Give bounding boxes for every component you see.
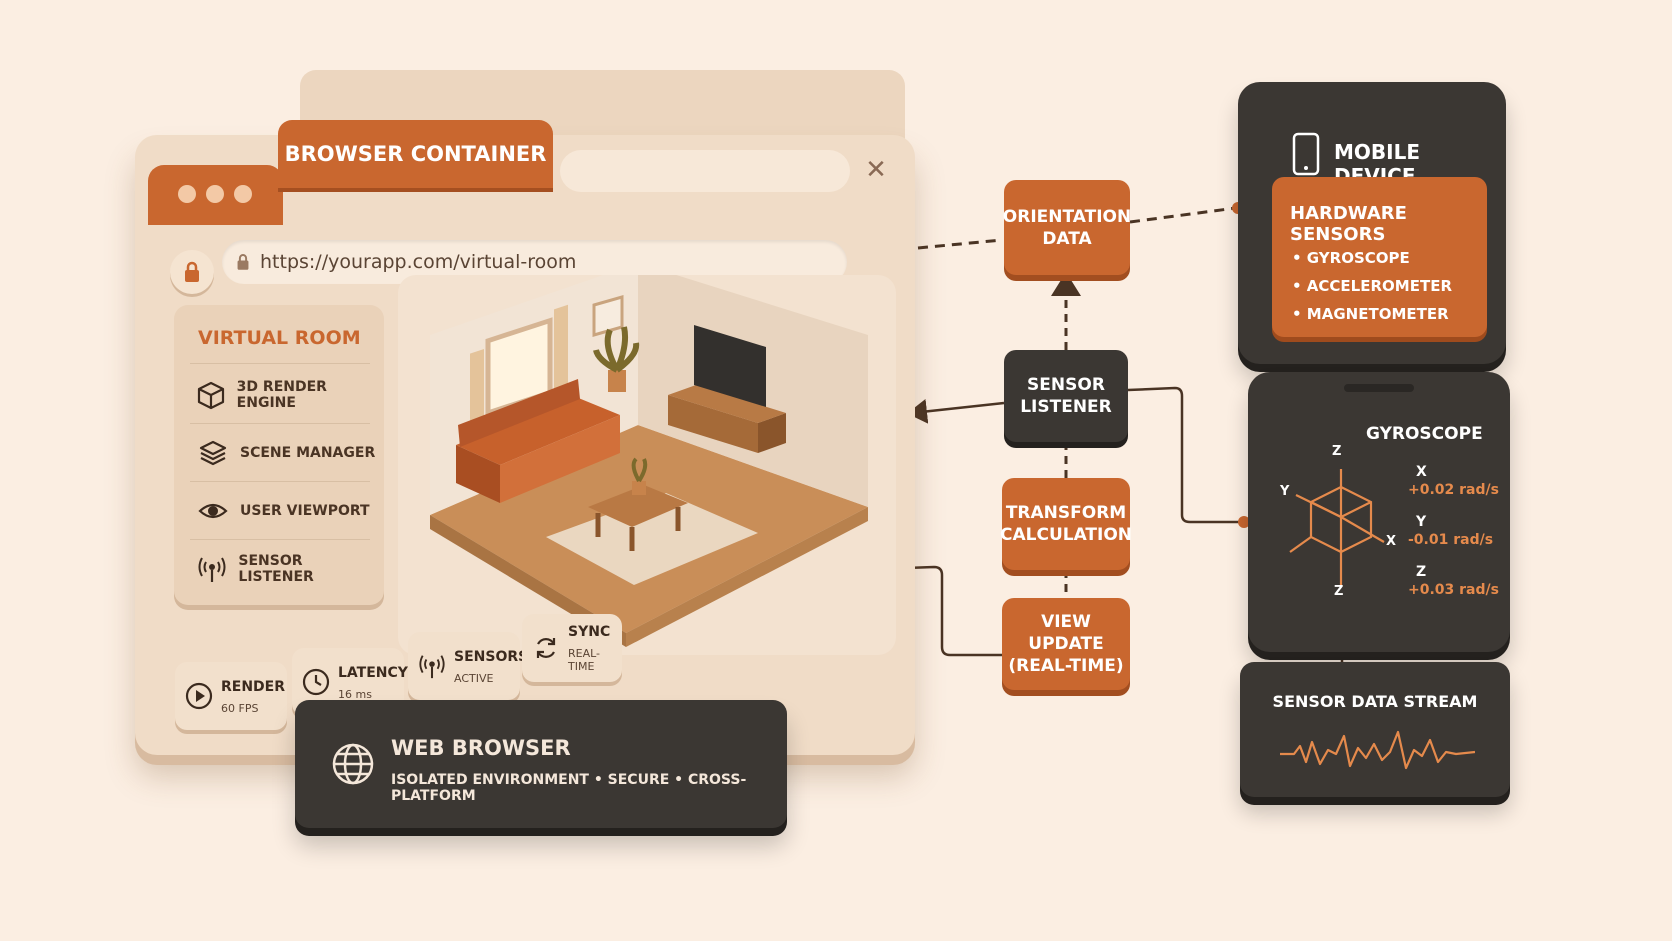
status-label: LATENCY bbox=[338, 664, 408, 681]
sensor-data-stream-title: SENSOR DATA STREAM bbox=[1272, 692, 1478, 711]
orientation-to-browser-line bbox=[917, 238, 1003, 250]
sidebar-title: VIRTUAL ROOM bbox=[198, 327, 361, 349]
sidebar-item-sensor-listener[interactable]: SENSOR LISTENER bbox=[196, 547, 376, 591]
clock-icon bbox=[302, 667, 330, 697]
status-value: REAL-TIME bbox=[568, 647, 601, 673]
axis-label-z-top: Z bbox=[1332, 444, 1342, 459]
update-to-browser-line bbox=[845, 556, 1002, 657]
window-dot-2[interactable] bbox=[206, 185, 224, 203]
status-label: SENSORS bbox=[454, 648, 529, 665]
lock-button[interactable] bbox=[170, 250, 214, 294]
status-value: ACTIVE bbox=[454, 671, 494, 685]
sensor-accelerometer: • ACCELEROMETER bbox=[1292, 277, 1452, 295]
web-browser-subtitle: ISOLATED ENVIRONMENT • SECURE • CROSS-PL… bbox=[391, 772, 747, 804]
eye-icon bbox=[196, 494, 230, 528]
gyro-axis-y-value: -0.01 rad/s bbox=[1408, 532, 1494, 548]
globe-icon bbox=[331, 742, 375, 790]
tab-bar-field bbox=[560, 150, 850, 192]
status-render[interactable]: RENDER 60 FPS bbox=[175, 662, 287, 730]
waveform-graphic bbox=[1280, 730, 1475, 770]
view-update-node[interactable]: VIEW UPDATE (REAL-TIME) bbox=[1002, 598, 1130, 690]
status-value: 60 FPS bbox=[221, 701, 259, 715]
sidebar-item-3d-render-engine[interactable]: 3D RENDER ENGINE bbox=[196, 373, 376, 417]
room-illustration bbox=[430, 263, 868, 647]
sensor-magnetometer: • MAGNETOMETER bbox=[1292, 305, 1449, 323]
gyro-axis-x-value: +0.02 rad/s bbox=[1408, 482, 1499, 498]
phone-notch bbox=[1248, 384, 1510, 392]
sensor-listener-node[interactable]: SENSOR LISTENER bbox=[1004, 350, 1128, 442]
gyro-axis-z-label: Z bbox=[1416, 564, 1427, 580]
listener-to-browser-line bbox=[907, 398, 1005, 424]
sidebar-item-label: SCENE MANAGER bbox=[240, 445, 376, 461]
divider bbox=[190, 363, 370, 364]
mobile-device-card: MOBILE DEVICE HARDWARE SENSORS • GYROSCO… bbox=[1238, 82, 1506, 364]
hardware-sensors-panel: HARDWARE SENSORS • GYROSCOPE • ACCELEROM… bbox=[1272, 177, 1487, 337]
layers-icon bbox=[196, 436, 230, 470]
transform-calculation-node[interactable]: TRANSFORM CALCULATION bbox=[1000, 478, 1132, 570]
sidebar-item-label: 3D RENDER ENGINE bbox=[236, 379, 327, 411]
orientation-data-node[interactable]: ORIENTATION DATA bbox=[1003, 180, 1131, 275]
sync-icon bbox=[532, 633, 560, 663]
sidebar-item-user-viewport[interactable]: USER VIEWPORT bbox=[196, 489, 376, 533]
sidebar-item-label: SENSOR LISTENER bbox=[238, 553, 314, 585]
window-dot-3[interactable] bbox=[234, 185, 252, 203]
close-icon[interactable]: ✕ bbox=[865, 155, 887, 185]
antenna-icon bbox=[418, 651, 446, 681]
axis-label-x: X bbox=[1386, 534, 1397, 549]
hardware-sensors-title: HARDWARE SENSORS bbox=[1290, 203, 1407, 245]
phone-icon bbox=[1292, 132, 1320, 180]
listener-to-gyro-line bbox=[1127, 386, 1250, 528]
lock-icon bbox=[185, 261, 199, 282]
cube-icon bbox=[196, 378, 227, 412]
window-controls-tab bbox=[148, 165, 283, 225]
sidebar-item-label: USER VIEWPORT bbox=[240, 503, 370, 519]
status-sync[interactable]: SYNC REAL-TIME bbox=[522, 614, 622, 682]
url-text: https://yourapp.com/virtual-room bbox=[260, 251, 577, 273]
gyroscope-title: GYROSCOPE bbox=[1366, 424, 1483, 444]
status-value: 16 ms bbox=[338, 687, 372, 701]
axis-cube-diagram bbox=[1289, 469, 1385, 585]
web-browser-card: WEB BROWSER ISOLATED ENVIRONMENT • SECUR… bbox=[295, 700, 787, 828]
orientation-to-mobile-line bbox=[1129, 202, 1244, 224]
status-label: RENDER bbox=[221, 678, 286, 695]
gyroscope-card: GYROSCOPE Z Y X Z X +0.02 rad/s Y -0.01 … bbox=[1248, 372, 1510, 652]
gyro-axis-z-value: +0.03 rad/s bbox=[1408, 582, 1499, 598]
divider bbox=[190, 481, 370, 482]
virtual-room-sidebar: VIRTUAL ROOM 3D RENDER ENGINE SCENE MANA… bbox=[174, 305, 384, 605]
divider bbox=[190, 423, 370, 424]
gyro-axis-x-label: X bbox=[1416, 464, 1427, 480]
axis-label-y: Y bbox=[1280, 484, 1290, 499]
status-sensors[interactable]: SENSORS ACTIVE bbox=[408, 632, 528, 700]
sensor-gyroscope: • GYROSCOPE bbox=[1292, 249, 1410, 267]
window-dot-1[interactable] bbox=[178, 185, 196, 203]
sensor-data-stream-card: SENSOR DATA STREAM bbox=[1240, 662, 1510, 797]
gyro-axis-y-label: Y bbox=[1416, 514, 1427, 530]
divider bbox=[190, 539, 370, 540]
sidebar-item-scene-manager[interactable]: SCENE MANAGER bbox=[196, 431, 376, 475]
web-browser-title: WEB BROWSER bbox=[391, 736, 571, 760]
virtual-room-viewport[interactable] bbox=[398, 263, 896, 655]
browser-container-tab[interactable]: BROWSER CONTAINER bbox=[278, 120, 553, 188]
status-label: SYNC bbox=[568, 624, 611, 640]
lock-icon bbox=[237, 254, 249, 270]
antenna-icon bbox=[196, 552, 228, 586]
axis-label-z-bottom: Z bbox=[1334, 584, 1344, 599]
play-icon bbox=[185, 681, 213, 711]
